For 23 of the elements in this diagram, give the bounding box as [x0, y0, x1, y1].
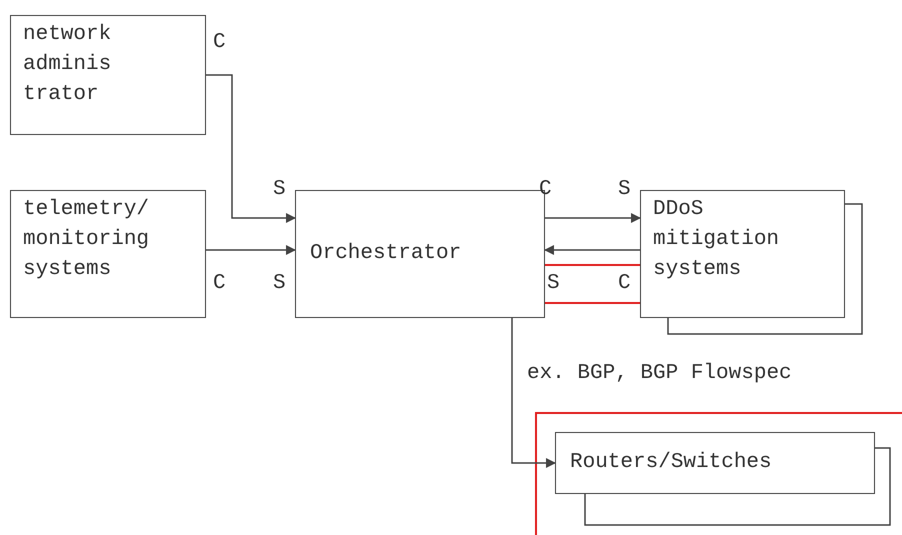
edge-label: ex. BGP, BGP Flowspec	[527, 362, 792, 385]
port-letter: C	[539, 178, 552, 202]
box-label: telemetry/ monitoring systems	[23, 197, 150, 283]
port-letter: C	[213, 272, 226, 296]
port-letter: S	[547, 272, 560, 296]
box-label: network adminis trator	[23, 22, 112, 108]
arrow	[206, 245, 296, 255]
system-box	[640, 190, 845, 318]
box-label: DDoS mitigation systems	[653, 197, 780, 283]
arrow	[206, 74, 296, 223]
port-letter: C	[618, 272, 631, 296]
box-label: Orchestrator	[310, 241, 462, 267]
arrow	[544, 245, 640, 255]
system-box	[10, 15, 206, 135]
port-letter: S	[273, 272, 286, 296]
arrow	[511, 318, 556, 468]
arrow	[545, 213, 641, 223]
port-letter: S	[618, 178, 631, 202]
system-box	[10, 190, 206, 318]
system-box	[555, 432, 875, 494]
box-label: Routers/Switches	[570, 450, 772, 476]
port-letter: S	[273, 178, 286, 202]
port-letter: C	[213, 31, 226, 55]
